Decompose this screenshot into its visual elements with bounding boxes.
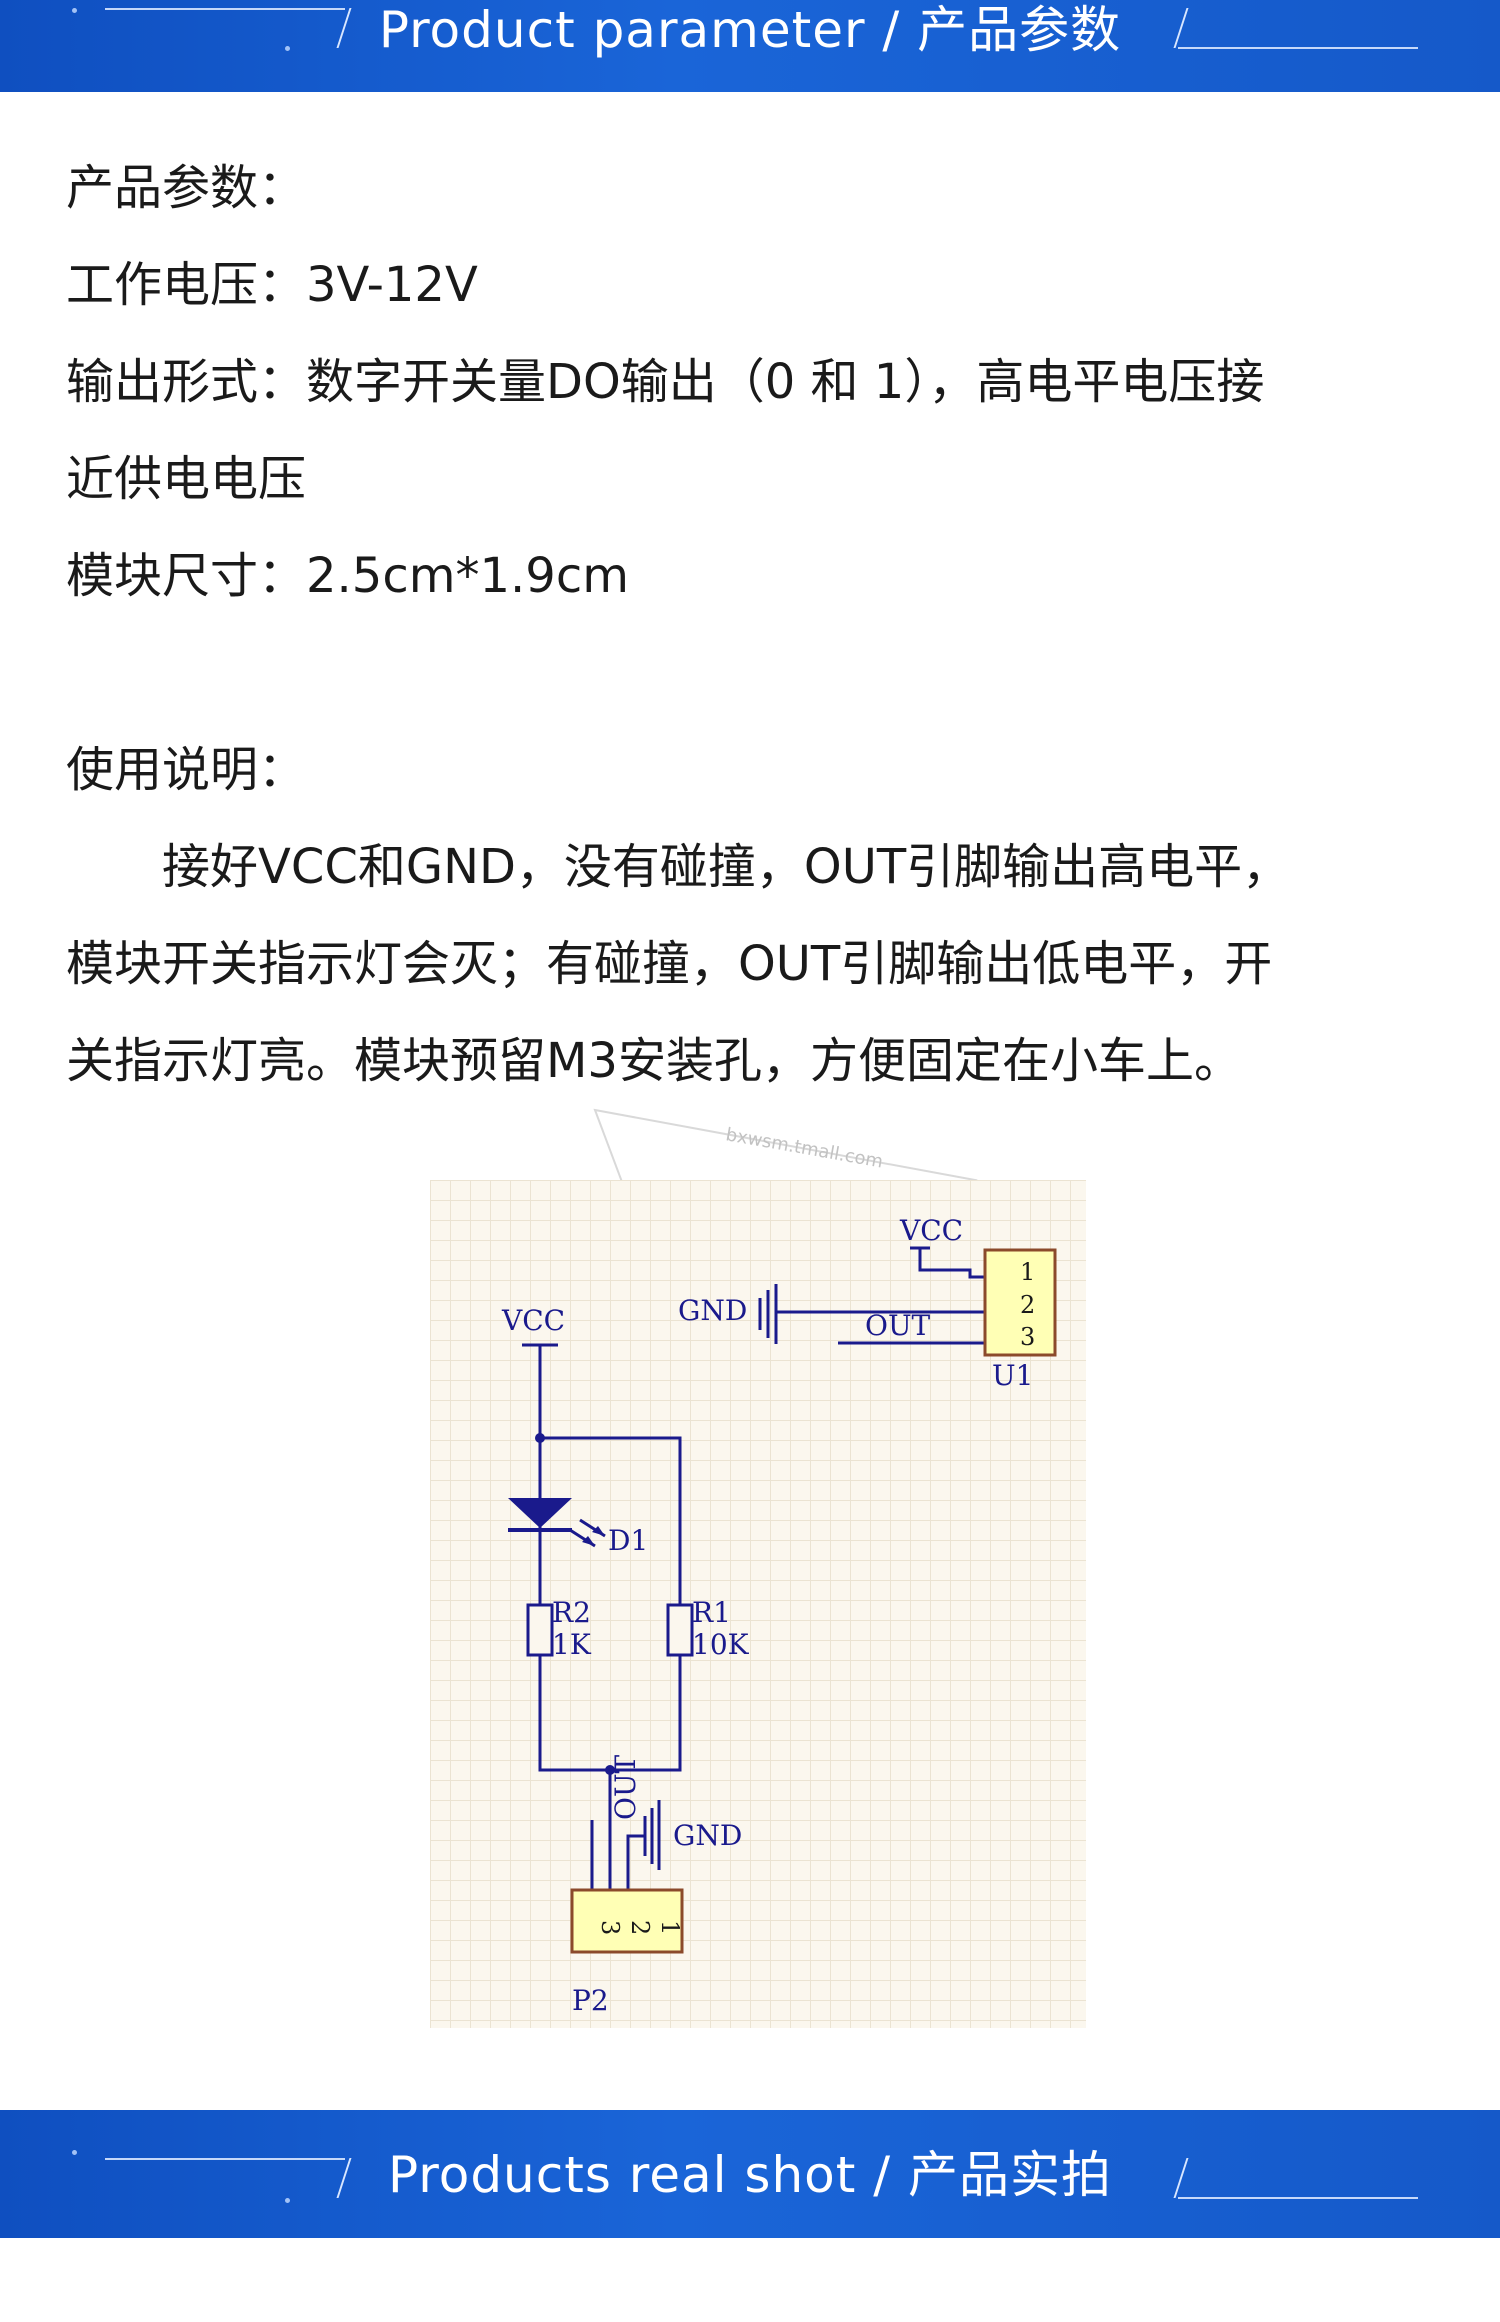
u1-vcc-label: VCC: [899, 1214, 963, 1247]
main-gnd-symbol: [643, 1800, 661, 1870]
main-gnd-label: GND: [673, 1819, 742, 1852]
usage-text-line: 关指示灯亮。模块预留M3安装孔，方便固定在小车上。: [66, 1033, 1242, 1089]
circuit-schematic: VCC GND OUT U1 VCC D1 R2 1K R1 10K GND P…: [430, 1180, 1086, 2028]
working-voltage: 工作电压：3V-12V: [66, 257, 478, 313]
decor-rule-right: [1178, 2197, 1418, 2199]
usage-heading: 使用说明：: [66, 742, 307, 798]
u1-gnd-label: GND: [678, 1294, 747, 1327]
p2-pin-2: 2: [626, 1920, 654, 1935]
p2-name-label: P2: [572, 1984, 609, 2017]
schematic-drawing: VCC GND OUT U1 VCC D1 R2 1K R1 10K GND P…: [501, 1214, 1057, 2017]
output-form-continued: 近供电电压: [66, 451, 307, 507]
output-form: 输出形式：数字开关量DO输出（0 和 1），高电平电压接: [66, 354, 1265, 410]
gnd-wire: [626, 1834, 645, 1890]
decor-rule-left: [105, 2158, 345, 2160]
module-size: 模块尺寸：2.5cm*1.9cm: [66, 548, 629, 604]
u1-pin-3: 3: [1020, 1323, 1035, 1351]
resistor-r2: [526, 1603, 554, 1657]
r2-name-label: R2: [552, 1596, 591, 1629]
banner-title: Products real shot / 产品实拍: [388, 2146, 1112, 2204]
connector-u1: [983, 1248, 1057, 1357]
junction-dot: [605, 1765, 615, 1775]
u1-pin-1: 1: [1020, 1258, 1035, 1286]
decor-rule-right: [1178, 47, 1418, 49]
decor-dot: [72, 2150, 77, 2155]
decor-dot: [285, 2198, 290, 2203]
bottom-rail-wire: [538, 1655, 682, 1772]
resistor-r1: [666, 1603, 694, 1657]
main-vcc-label: VCC: [501, 1304, 565, 1337]
header-banner-real-shot: Products real shot / 产品实拍: [0, 2110, 1500, 2238]
p2-pin-1: 1: [656, 1920, 684, 1935]
usage-text-line: 模块开关指示灯会灭；有碰撞，OUT引脚输出低电平，开: [66, 936, 1273, 992]
decor-rule-left: [105, 8, 345, 10]
u1-out-label: OUT: [865, 1309, 931, 1342]
led-d1-symbol: [508, 1498, 572, 1528]
main-vcc-symbol: [522, 1343, 558, 1438]
r2-value-label: 1K: [552, 1628, 592, 1661]
connector-p2: [570, 1888, 684, 1954]
usage-text-line: 接好VCC和GND，没有碰撞，OUT引脚输出高电平，: [66, 839, 1291, 895]
u1-gnd-symbol: [758, 1284, 825, 1344]
p2-pin-3: 3: [596, 1920, 624, 1935]
watermark-url: bxwsm.tmall.com: [724, 1124, 884, 1172]
banner-title: Product parameter / 产品参数: [378, 1, 1122, 59]
usage-instructions: 使用说明： 接好VCC和GND，没有碰撞，OUT引脚输出高电平， 模块开关指示灯…: [66, 722, 1466, 1110]
top-rail-wire: [540, 1436, 682, 1605]
r1-name-label: R1: [692, 1596, 731, 1629]
decor-dot: [285, 46, 290, 51]
u1-name-label: U1: [992, 1359, 1033, 1392]
led-label: D1: [608, 1524, 648, 1557]
product-parameters: 产品参数： 工作电压：3V-12V 输出形式：数字开关量DO输出（0 和 1），…: [66, 140, 1466, 625]
out-label-vertical: OUT: [609, 1754, 642, 1820]
junction-dot: [535, 1433, 545, 1443]
u1-pin-2: 2: [1020, 1291, 1035, 1319]
parameters-heading: 产品参数：: [66, 160, 307, 216]
r1-value-label: 10K: [692, 1628, 750, 1661]
decor-dot: [72, 8, 77, 13]
header-banner-parameters: Product parameter / 产品参数: [0, 0, 1500, 92]
usage-paragraph: 接好VCC和GND，没有碰撞，OUT引脚输出高电平， 模块开关指示灯会灭；有碰撞…: [66, 819, 1466, 1110]
